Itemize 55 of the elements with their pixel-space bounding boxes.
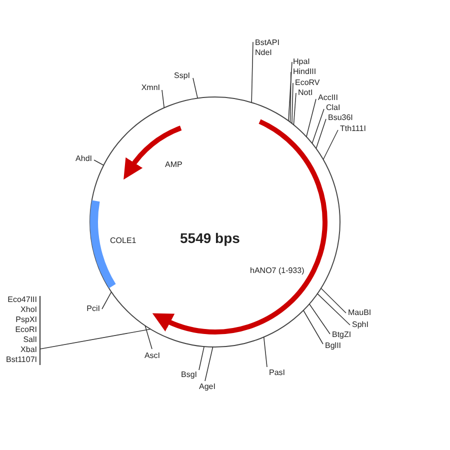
leader-line <box>102 292 112 310</box>
leader-line <box>320 288 346 314</box>
enzyme-site-label: BsgI <box>180 370 197 380</box>
enzyme-site-label: HpaI <box>293 57 310 67</box>
enzyme-site-label: MauBI <box>348 308 372 318</box>
enzyme-site-label: PspXI <box>14 315 37 325</box>
enzyme-site-label: Eco47III <box>6 295 37 305</box>
enzyme-site-label: EcoRI <box>14 325 37 335</box>
feature-label: hANO7 (1-933) <box>250 266 304 275</box>
feature-label: COLE1 <box>110 236 136 245</box>
leader-line <box>290 72 292 123</box>
enzyme-site-label: SspI <box>174 71 190 81</box>
leader-line <box>198 346 204 370</box>
enzyme-site-label: PciI <box>86 304 100 314</box>
enzyme-site-label: NotI <box>298 88 313 98</box>
enzyme-site-label: AhdI <box>76 154 92 164</box>
enzyme-site-label: SalI <box>22 335 37 345</box>
enzyme-site-label: ClaI <box>326 103 340 113</box>
leader-line <box>144 325 152 350</box>
leader-line <box>316 118 326 149</box>
leader-line <box>251 42 254 103</box>
plasmid-size: 5549 bps <box>180 230 240 246</box>
leader-line <box>306 98 316 138</box>
enzyme-site-label: NdeI <box>255 48 273 58</box>
enzyme-site-label: XmnI <box>141 83 160 93</box>
enzyme-site-label: Tth111I <box>340 124 366 134</box>
enzyme-site-label: EcoRV <box>295 78 320 88</box>
leader-line <box>322 130 338 160</box>
enzyme-site-label: Bsu36I <box>328 113 353 123</box>
leader-line <box>40 328 152 350</box>
leader-line <box>317 293 350 326</box>
enzyme-site-label: BtgZI <box>332 330 352 340</box>
leader-line <box>293 92 296 126</box>
leader-line <box>204 346 214 382</box>
leader-line <box>162 90 165 108</box>
enzyme-site-label: BglII <box>325 341 342 351</box>
leader-line <box>292 82 294 124</box>
leader-line <box>94 160 104 166</box>
enzyme-site-label: AccIII <box>318 93 338 103</box>
enzyme-site-label: SphI <box>352 320 368 330</box>
enzyme-site-label: XhoI <box>20 305 37 315</box>
leader-line <box>312 108 324 144</box>
feature-label: AMP <box>165 160 182 169</box>
enzyme-site-label: XbaI <box>20 345 37 355</box>
enzyme-site-label: AscI <box>144 351 160 361</box>
enzyme-site-label: AgeI <box>199 382 216 392</box>
enzyme-site-label: Bst1107I <box>6 355 37 365</box>
leader-line <box>288 62 292 122</box>
leader-line <box>303 310 324 344</box>
enzyme-site-label: BstAPI <box>255 38 280 48</box>
enzyme-site-label: HindIII <box>293 67 316 77</box>
leader-line <box>308 304 330 334</box>
enzyme-site-label: PasI <box>269 368 286 378</box>
leader-line <box>192 78 198 99</box>
leader-line <box>263 336 268 368</box>
